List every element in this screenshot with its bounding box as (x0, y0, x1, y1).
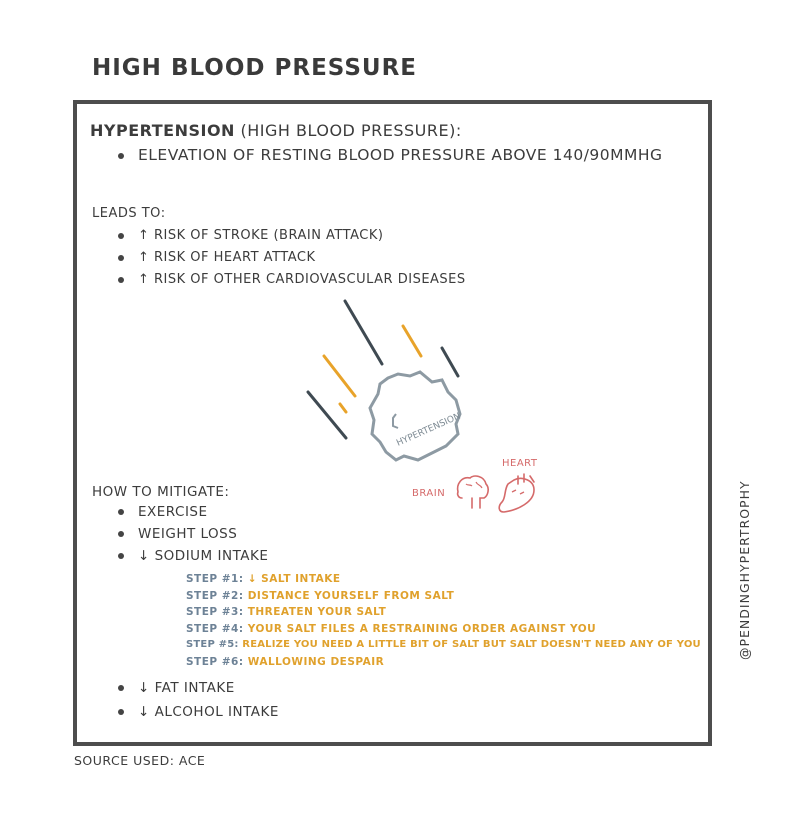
step-text: WALLOWING DESPAIR (247, 656, 385, 668)
definition-term-suffix: (HIGH BLOOD PRESSURE): (234, 121, 462, 140)
content-frame (73, 100, 712, 746)
pressure-line-accent (322, 354, 357, 398)
step-text: ↓ SALT INTAKE (247, 573, 341, 585)
step-label: STEP #6: (186, 656, 244, 668)
step-item: STEP #3: THREATEN YOUR SALT (186, 606, 386, 618)
heart-label: HEART (502, 458, 538, 469)
list-item: ↑ RISK OF OTHER CARDIOVASCULAR DISEASES (118, 272, 466, 287)
step-label: STEP #1: (186, 573, 244, 585)
step-label: STEP #4: (186, 623, 244, 635)
author-handle: @PENDINGHYPERTROPHY (737, 480, 752, 660)
bullet-icon (118, 276, 124, 283)
bullet-icon (118, 254, 124, 261)
list-item-text: EXERCISE (138, 504, 208, 520)
brain-label: BRAIN (412, 488, 446, 499)
list-item-text: ↓ FAT INTAKE (138, 680, 235, 696)
bullet-icon (118, 232, 124, 239)
source-note: SOURCE USED: ACE (74, 753, 206, 768)
definition-text: ELEVATION OF RESTING BLOOD PRESSURE ABOV… (138, 146, 663, 164)
pressure-line-dark (343, 299, 384, 366)
list-item: ↑ RISK OF STROKE (BRAIN ATTACK) (118, 228, 383, 243)
definition-item: ELEVATION OF RESTING BLOOD PRESSURE ABOV… (118, 146, 663, 164)
brain-icon (456, 475, 489, 509)
bullet-icon (118, 553, 124, 559)
vessel-inner-mark (392, 413, 399, 429)
list-item-text: ↓ ALCOHOL INTAKE (138, 704, 279, 720)
step-item: STEP #2: DISTANCE YOURSELF FROM SALT (186, 590, 454, 602)
hypertension-illustration: HYPERTENSION (306, 299, 462, 462)
step-item: STEP #4: YOUR SALT FILES A RESTRAINING O… (186, 623, 596, 635)
vessel-outline (368, 370, 462, 462)
list-item-text: ↑ RISK OF STROKE (BRAIN ATTACK) (138, 228, 384, 243)
step-label: STEP #5: (186, 639, 239, 650)
bullet-icon (118, 709, 124, 715)
page-title: HIGH BLOOD PRESSURE (92, 55, 417, 81)
step-label: STEP #2: (186, 590, 244, 602)
step-item: STEP #1: ↓ SALT INTAKE (186, 573, 341, 585)
step-item: STEP #5: REALIZE YOU NEED A LITTLE BIT O… (186, 639, 701, 650)
list-item: ↓ ALCOHOL INTAKE (118, 704, 279, 720)
list-item-text: WEIGHT LOSS (138, 526, 238, 542)
bullet-icon (118, 152, 124, 159)
list-item: ↑ RISK OF HEART ATTACK (118, 250, 315, 265)
bullet-icon (118, 685, 124, 691)
step-text: THREATEN YOUR SALT (247, 606, 387, 618)
list-item-text: ↓ SODIUM INTAKE (138, 548, 269, 564)
list-item: ↓ FAT INTAKE (118, 680, 235, 696)
mitigate-heading: HOW TO MITIGATE: (92, 484, 230, 500)
definition-heading: HYPERTENSION (HIGH BLOOD PRESSURE): (90, 121, 462, 140)
list-item: WEIGHT LOSS (118, 526, 237, 542)
bullet-icon (118, 531, 124, 537)
bullet-icon (118, 509, 124, 515)
pressure-line-dark (440, 346, 460, 378)
definition-term: HYPERTENSION (90, 121, 235, 140)
step-text: YOUR SALT FILES A RESTRAINING ORDER AGAI… (247, 623, 597, 635)
vessel-label: HYPERTENSION (395, 412, 462, 449)
list-item-text: ↑ RISK OF HEART ATTACK (138, 250, 316, 265)
step-label: STEP #3: (186, 606, 244, 618)
step-text: REALIZE YOU NEED A LITTLE BIT OF SALT BU… (242, 639, 701, 650)
list-item: EXERCISE (118, 504, 208, 520)
list-item-text: ↑ RISK OF OTHER CARDIOVASCULAR DISEASES (138, 272, 466, 287)
pressure-line-accent (401, 324, 423, 358)
pressure-line-dark (306, 390, 348, 440)
pressure-line-accent (338, 402, 348, 414)
leads-to-heading: LEADS TO: (92, 206, 166, 221)
list-item: ↓ SODIUM INTAKE (118, 548, 268, 564)
heart-icon (498, 473, 535, 513)
step-item: STEP #6: WALLOWING DESPAIR (186, 656, 384, 668)
step-text: DISTANCE YOURSELF FROM SALT (247, 590, 455, 602)
